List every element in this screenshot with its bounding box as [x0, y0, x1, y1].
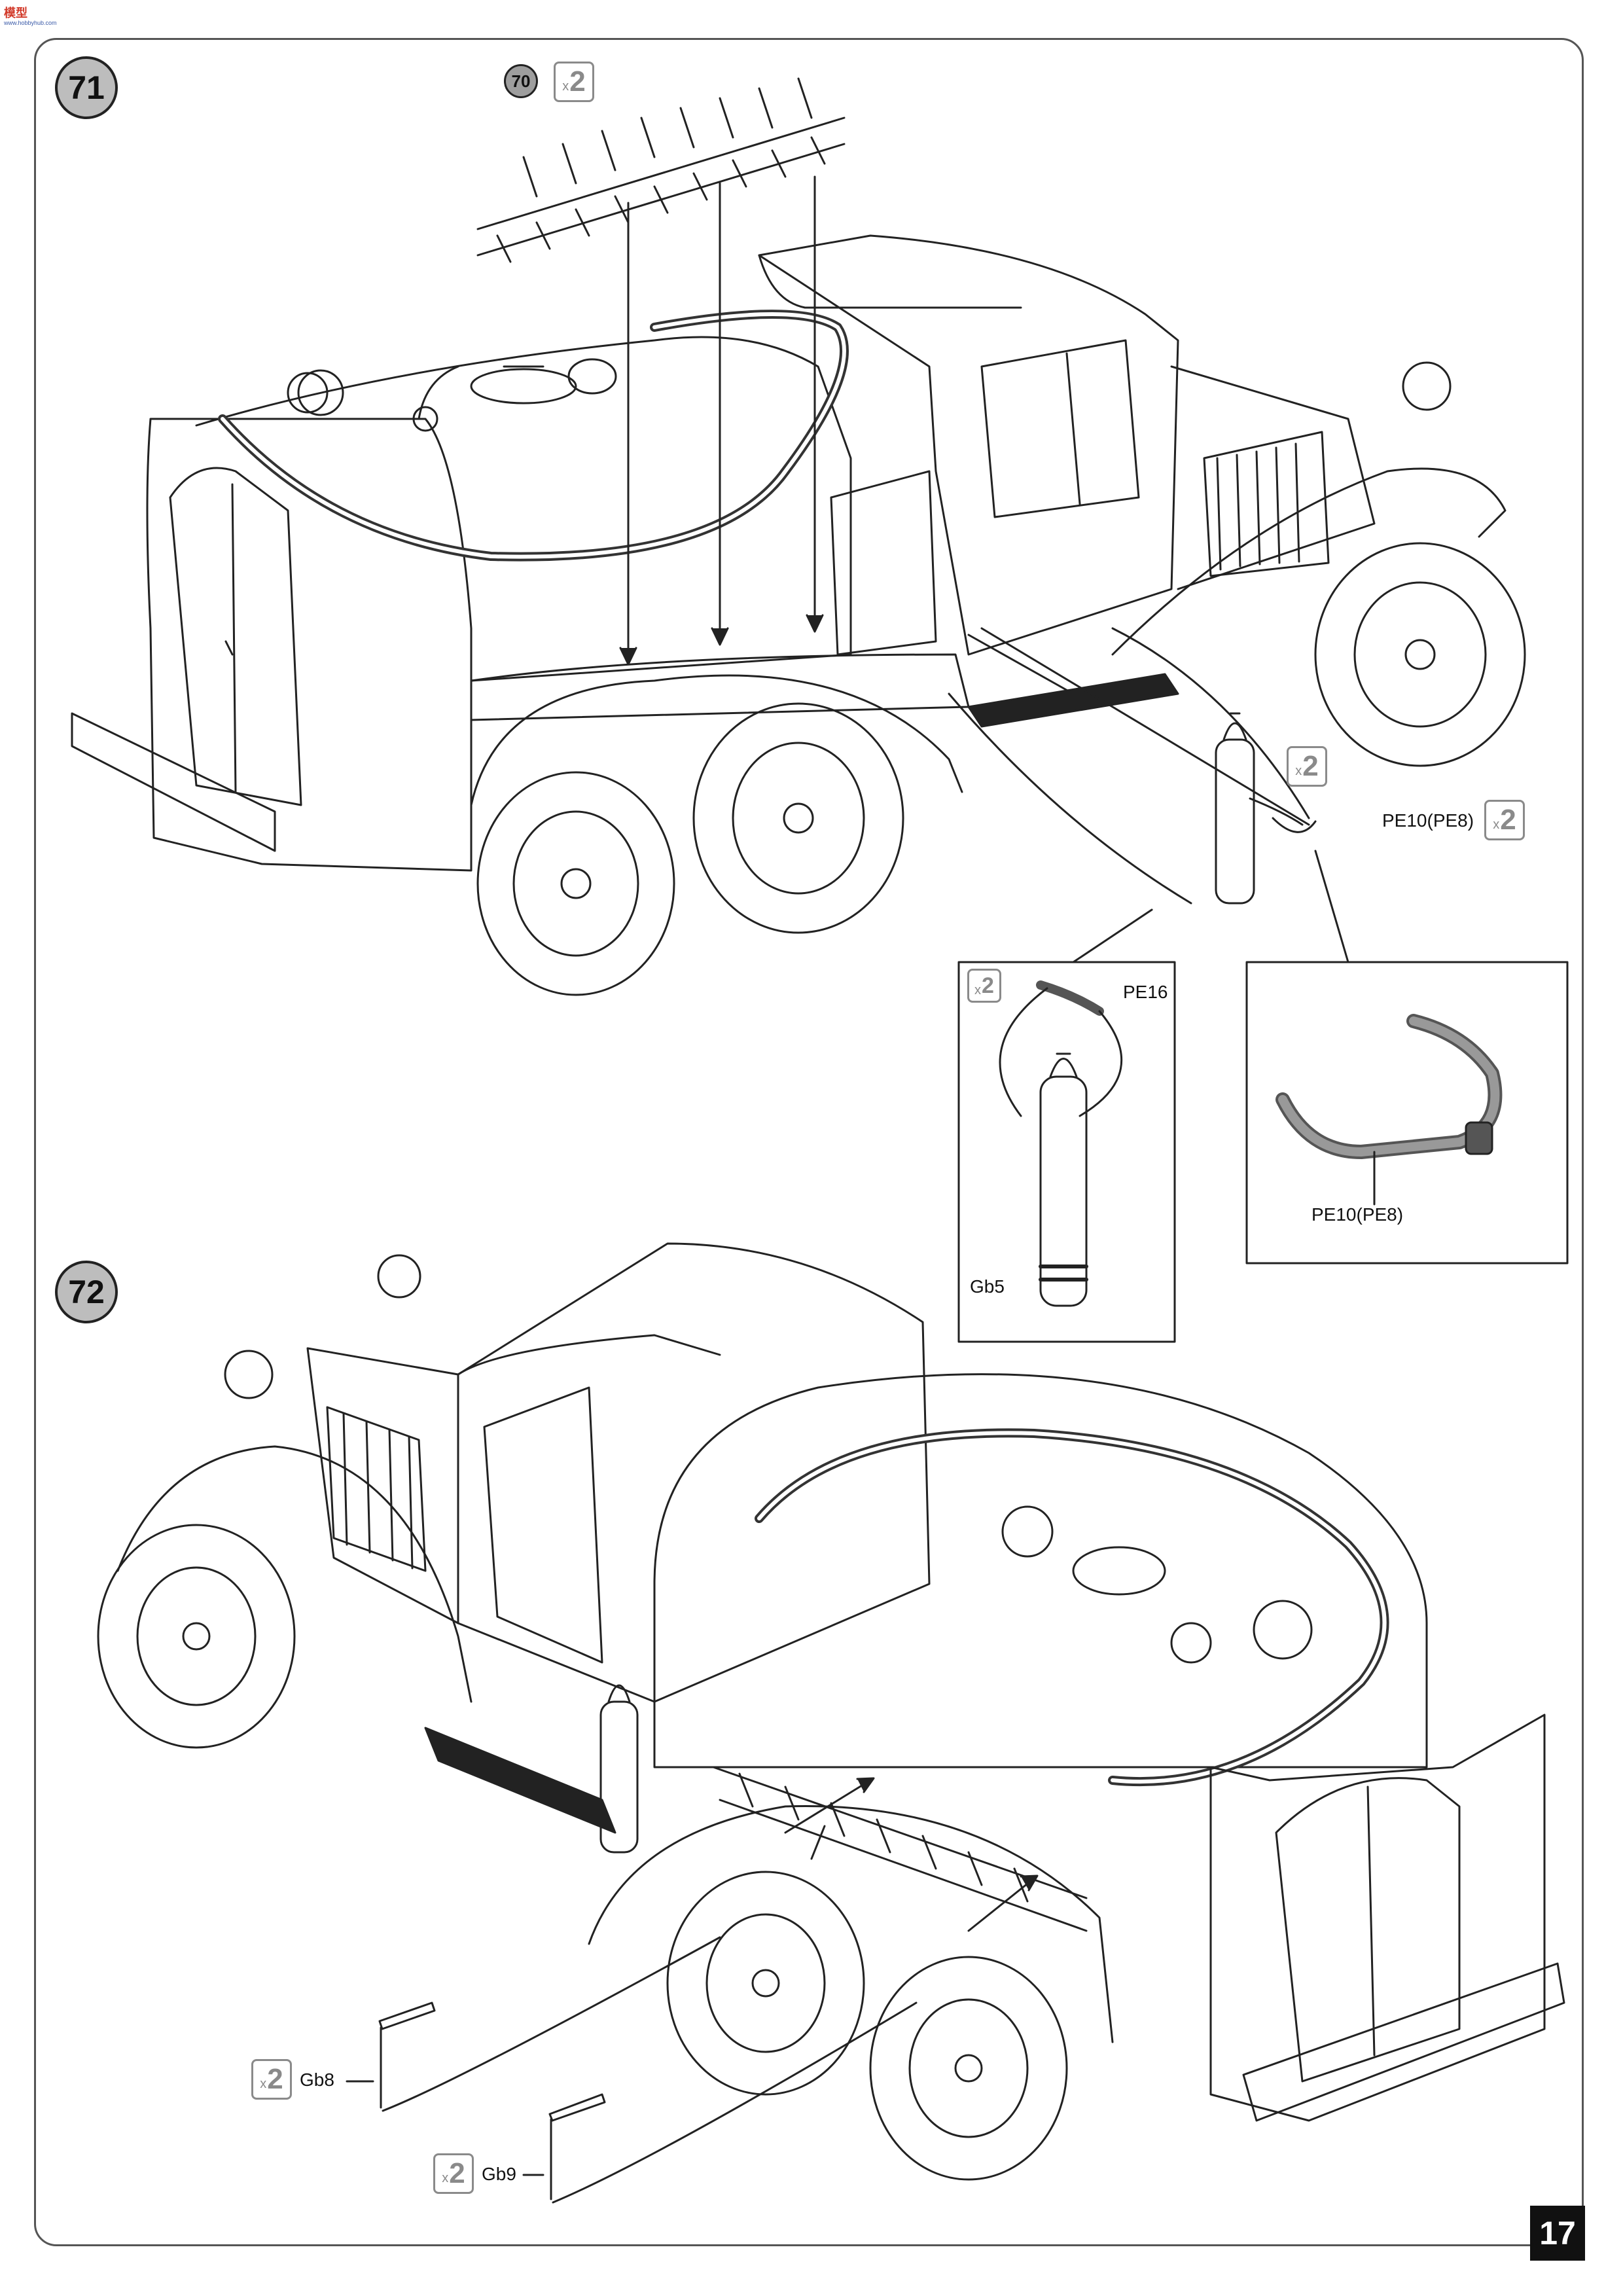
detail-box-strap [1245, 961, 1569, 1265]
step-71-truck-drawing [71, 77, 1526, 996]
part-label-gb9: Gb9 [482, 2164, 516, 2184]
site-logo-sub: www.hobbyhub.com [4, 20, 57, 26]
step-72-truck-drawing [97, 1242, 1565, 2204]
page-number: 17 [1530, 2206, 1585, 2261]
detail-box-extinguisher [957, 961, 1176, 1343]
part-label-pe10-pe8: PE10(PE8) [1382, 810, 1474, 831]
step-number-badge: 72 [55, 1261, 118, 1323]
part-reference-badge: 70 [504, 64, 538, 98]
part-label-gb8: Gb8 [300, 2070, 334, 2090]
site-logo: 模型 [4, 7, 27, 20]
page-frame [34, 38, 1584, 2246]
part-label-gb5: Gb5 [970, 1276, 1005, 1297]
step-number-badge: 71 [55, 56, 118, 119]
part-label-pe16: PE16 [1123, 982, 1168, 1002]
part-label-pe10-pe8-detail: PE10(PE8) [1311, 1204, 1404, 1225]
